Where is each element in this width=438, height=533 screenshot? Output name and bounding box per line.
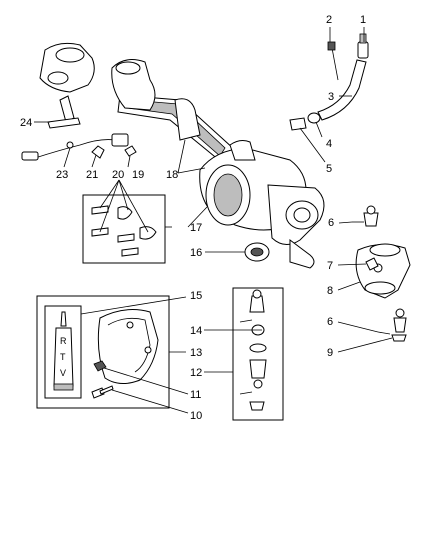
- callout-4: 4: [326, 138, 332, 150]
- callout-19: 19: [132, 169, 144, 181]
- rtv-letter-r: R: [60, 336, 67, 346]
- clip-part: [91, 145, 105, 159]
- callout-15: 15: [190, 290, 202, 302]
- callout-16: 16: [190, 247, 202, 259]
- rtv-inner-box: [44, 305, 82, 399]
- seal-part-16: [244, 242, 270, 262]
- callout-labels: 1 2 3 4 5 6 7 8 6 9 10 11 12 13 14 15 16…: [20, 14, 366, 422]
- leader-lines: [34, 27, 393, 414]
- callout-11: 11: [190, 389, 201, 401]
- steering-knuckle-part: [352, 205, 411, 342]
- callout-13: 13: [190, 347, 202, 359]
- callout-7: 7: [327, 260, 333, 272]
- callout-6-upper: 6: [328, 217, 334, 229]
- callout-10: 10: [190, 410, 202, 422]
- fill-plug-part: [93, 360, 107, 372]
- upper-knuckle-part: [39, 42, 95, 129]
- callout-17: 17: [190, 222, 202, 234]
- ball-joint-kit-parts: [239, 289, 267, 411]
- callout-23: 23: [56, 169, 68, 181]
- callout-21: 21: [86, 169, 98, 181]
- bolt-part-19: [124, 145, 137, 157]
- callout-3: 3: [328, 91, 334, 103]
- callout-14: 14: [190, 325, 202, 337]
- rtv-letter-v: V: [60, 368, 66, 378]
- callout-9: 9: [327, 347, 333, 359]
- abs-sensor-part: [21, 133, 129, 161]
- rtv-tube: [53, 311, 74, 391]
- diff-cover-part: [97, 309, 159, 384]
- rtv-tube-text: R T V: [60, 336, 67, 378]
- vent-hose-part: [289, 33, 369, 131]
- cover-bolt-part: [91, 385, 114, 399]
- callout-2: 2: [326, 14, 332, 26]
- bolt-kit-box: [82, 194, 166, 264]
- callout-24: 24: [20, 117, 32, 129]
- callout-5: 5: [326, 163, 332, 175]
- callout-1: 1: [360, 14, 366, 26]
- callout-20: 20: [112, 169, 124, 181]
- bolt-kit-parts: [91, 205, 157, 257]
- axle-housing: [111, 59, 325, 269]
- callout-12: 12: [190, 367, 202, 379]
- ball-joint-kit-box: [232, 287, 284, 421]
- callout-18: 18: [166, 169, 178, 181]
- callout-8: 8: [327, 285, 333, 297]
- rtv-letter-t: T: [60, 352, 66, 362]
- callout-6-lower: 6: [327, 316, 333, 328]
